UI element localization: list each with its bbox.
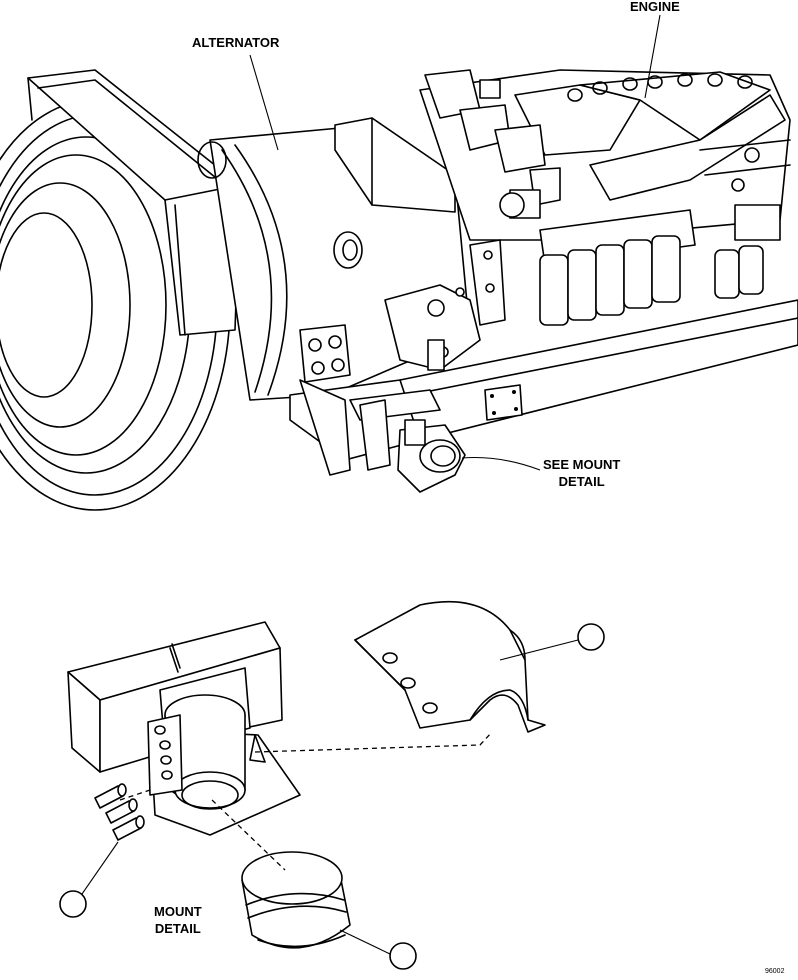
callout-1: [499, 623, 605, 661]
filter-cylinders: [539, 204, 781, 326]
figure-number: 96002: [765, 968, 785, 975]
assembly-line-cushion: [211, 799, 286, 871]
engine-label: ENGINE: [630, 0, 680, 14]
bolt-plate: [299, 324, 351, 383]
engine-block: [419, 69, 791, 241]
engine-leader-line: [644, 14, 661, 99]
isolator-cushion: [241, 851, 351, 949]
mount-on-skid: [397, 419, 466, 493]
mount-bolts: [94, 783, 145, 841]
adapter-plate: [384, 284, 481, 371]
see-mount-leader-line: [461, 457, 541, 471]
mount-detail-assembly: [67, 600, 546, 949]
alternator-leader-line: [249, 54, 279, 151]
mount-bracket: [147, 667, 301, 836]
callout-2: [59, 841, 119, 918]
callout-3: [339, 929, 417, 970]
saddle-clamp: [354, 600, 546, 733]
alternator-engine-assembly: [0, 69, 798, 511]
alternator-label: ALTERNATOR: [192, 35, 280, 50]
assembly-line-clamp: [254, 731, 493, 753]
mount-detail-label: MOUNT DETAIL: [154, 904, 202, 936]
see-mount-detail-label: SEE MOUNT DETAIL: [543, 457, 621, 489]
air-inlet-hood: [27, 69, 241, 336]
